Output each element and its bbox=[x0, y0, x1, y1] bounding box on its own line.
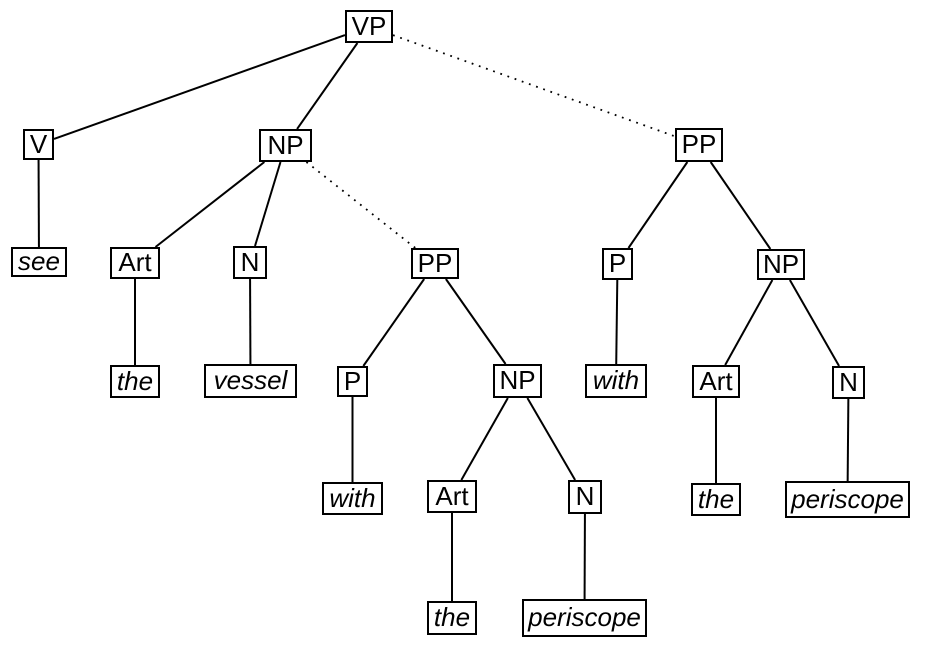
edge-np-inner-art-inner bbox=[460, 397, 509, 481]
node-periscope-bottom: periscope bbox=[522, 599, 647, 637]
edge-pp-right-np-right bbox=[709, 161, 772, 250]
node-with-right: with bbox=[585, 364, 647, 398]
edge-pp-mid-p-mid bbox=[362, 278, 425, 367]
node-p-right: P bbox=[602, 248, 633, 280]
edge-np-right-art-right bbox=[724, 279, 774, 366]
node-np-inner: NP bbox=[493, 364, 542, 398]
node-art-right: Art bbox=[692, 365, 740, 398]
node-n-left: N bbox=[233, 246, 267, 279]
edge-pp-right-p-right bbox=[627, 161, 689, 249]
node-with-mid: with bbox=[322, 482, 383, 515]
node-periscope-right: periscope bbox=[785, 481, 910, 518]
node-n-right: N bbox=[832, 366, 865, 399]
edge-np-n-left bbox=[254, 161, 282, 247]
node-v: V bbox=[23, 129, 54, 160]
node-see: see bbox=[11, 247, 67, 277]
node-np-right: NP bbox=[757, 249, 805, 280]
node-vessel: vessel bbox=[204, 364, 297, 398]
edge-n-right-periscope-right bbox=[846, 398, 850, 482]
edge-np-right-n-right bbox=[788, 279, 840, 367]
edge-pp-mid-np-inner bbox=[445, 278, 507, 365]
node-the-bottom: the bbox=[427, 601, 477, 635]
node-art-inner: Art bbox=[427, 480, 477, 513]
node-the-left: the bbox=[110, 365, 160, 398]
node-n-inner: N bbox=[568, 480, 602, 514]
node-vp: VP bbox=[345, 10, 393, 43]
edge-vp-pp-right bbox=[392, 34, 676, 138]
node-the-right: the bbox=[691, 483, 741, 516]
edge-vp-v bbox=[53, 34, 346, 140]
node-pp-mid: PP bbox=[411, 248, 459, 279]
node-np: NP bbox=[259, 129, 312, 162]
node-p-mid: P bbox=[337, 366, 368, 397]
edge-p-right-with-right bbox=[615, 279, 619, 365]
edge-vp-np bbox=[296, 42, 359, 130]
node-pp-right: PP bbox=[675, 128, 723, 162]
edge-np-art-left bbox=[154, 161, 265, 248]
edge-np-pp-mid bbox=[305, 161, 416, 249]
edge-np-inner-n-inner bbox=[526, 397, 576, 481]
node-art-left: Art bbox=[110, 247, 160, 279]
